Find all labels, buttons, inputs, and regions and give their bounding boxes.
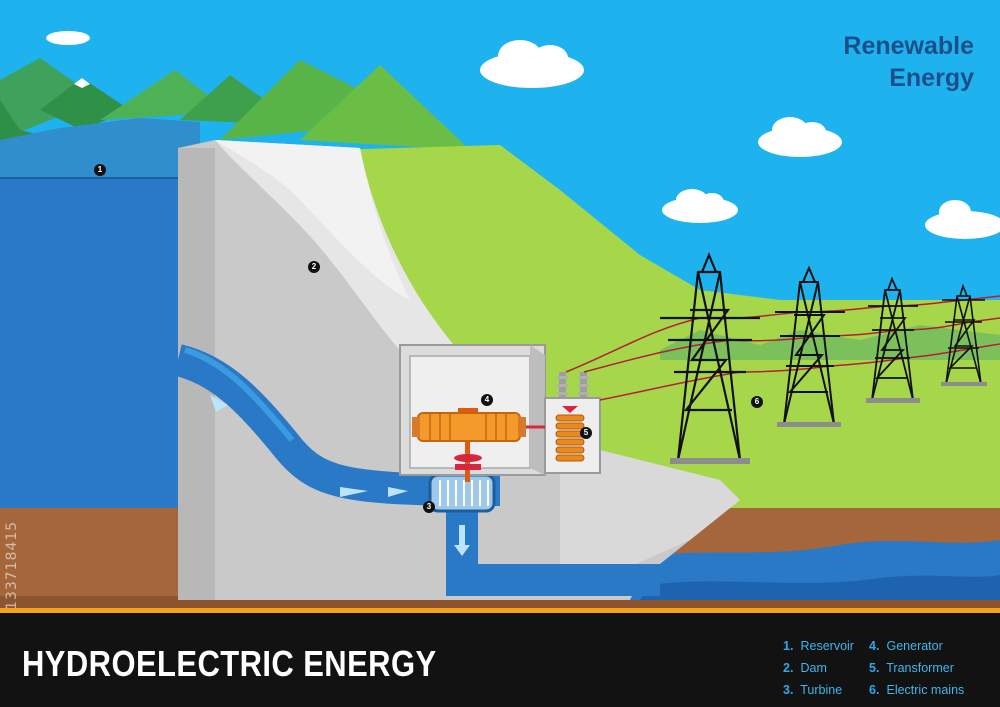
legend-item: 2. Dam (783, 657, 854, 679)
legend-label: Dam (800, 661, 827, 675)
legend-number: 1. (783, 639, 794, 653)
marker-generator: 4 (481, 394, 493, 406)
mountain (300, 65, 470, 150)
legend-label: Reservoir (800, 639, 854, 653)
title-bar: HYDROELECTRIC ENERGY 1. Reservoir 2. Dam… (0, 608, 1000, 707)
corner-title: Renewable Energy (843, 30, 974, 94)
marker-dam: 2 (308, 261, 320, 273)
flow-arrow (388, 487, 408, 497)
flow-arrow (340, 487, 368, 497)
mountain (0, 58, 100, 140)
legend-label: Generator (886, 639, 943, 653)
cloud (46, 31, 90, 45)
side-id-text: 133718415 (4, 520, 20, 610)
legend-item: 5. Transformer (869, 657, 964, 679)
marker-transformer: 5 (580, 427, 592, 439)
marker-reservoir: 1 (94, 164, 106, 176)
marker-electric-mains: 6 (751, 396, 763, 408)
main-title: HYDROELECTRIC ENERGY (22, 643, 437, 684)
legend-number: 2. (783, 661, 794, 675)
legend-label: Turbine (800, 683, 843, 697)
generator (417, 412, 521, 442)
flow-arrow (210, 395, 228, 412)
flow-arrow (454, 525, 470, 556)
cloud (758, 117, 842, 157)
hydroelectric-scene (0, 0, 1000, 608)
cloud (662, 189, 738, 223)
reservoir (0, 178, 200, 508)
legend-label: Electric mains (886, 683, 965, 697)
legend-number: 3. (783, 683, 794, 697)
marker-turbine: 3 (423, 501, 435, 513)
pylon (775, 265, 845, 425)
cloud (925, 200, 1000, 239)
legend-item: 3. Turbine (783, 679, 854, 701)
legend-item: 6. Electric mains (869, 679, 964, 701)
legend-number: 6. (869, 683, 880, 697)
legend-number: 5. (869, 661, 880, 675)
mountain-snow (74, 78, 90, 88)
far-hills (660, 325, 1000, 360)
legend-column-right: 4. Generator 5. Transformer 6. Electric … (869, 635, 964, 701)
reservoir-lake-surface (0, 118, 200, 180)
corner-title-line1: Renewable (843, 32, 974, 60)
legend-item: 1. Reservoir (783, 635, 854, 657)
corner-title-line2: Energy (889, 64, 974, 92)
legend-column-left: 1. Reservoir 2. Dam 3. Turbine (783, 635, 854, 701)
penstock (173, 344, 501, 506)
legend-label: Transformer (886, 661, 954, 675)
cloud (480, 40, 584, 88)
legend-item: 4. Generator (869, 635, 964, 657)
pylon (660, 252, 760, 462)
legend-number: 4. (869, 639, 880, 653)
